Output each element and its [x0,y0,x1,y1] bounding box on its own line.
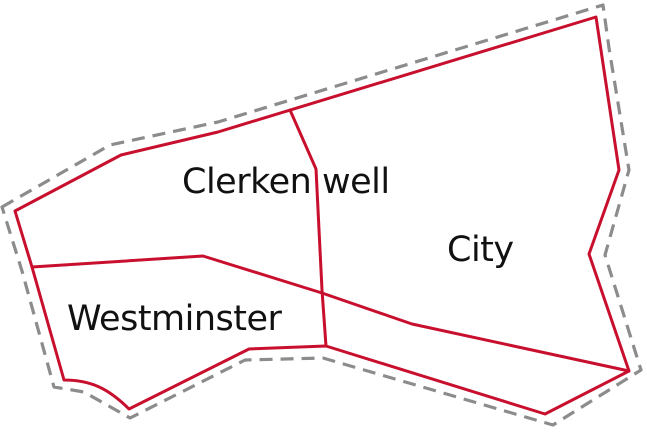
area-label-city: City [447,230,514,270]
area-label-westminster: Westminster [67,299,283,339]
outer-dashed-outline [0,3,643,427]
area-label-clerkenwell: Clerken well [182,162,390,202]
boundary-clerkenwell-city [288,108,328,348]
outer-red-boundary [13,15,631,416]
boundary-north-south [30,254,631,373]
